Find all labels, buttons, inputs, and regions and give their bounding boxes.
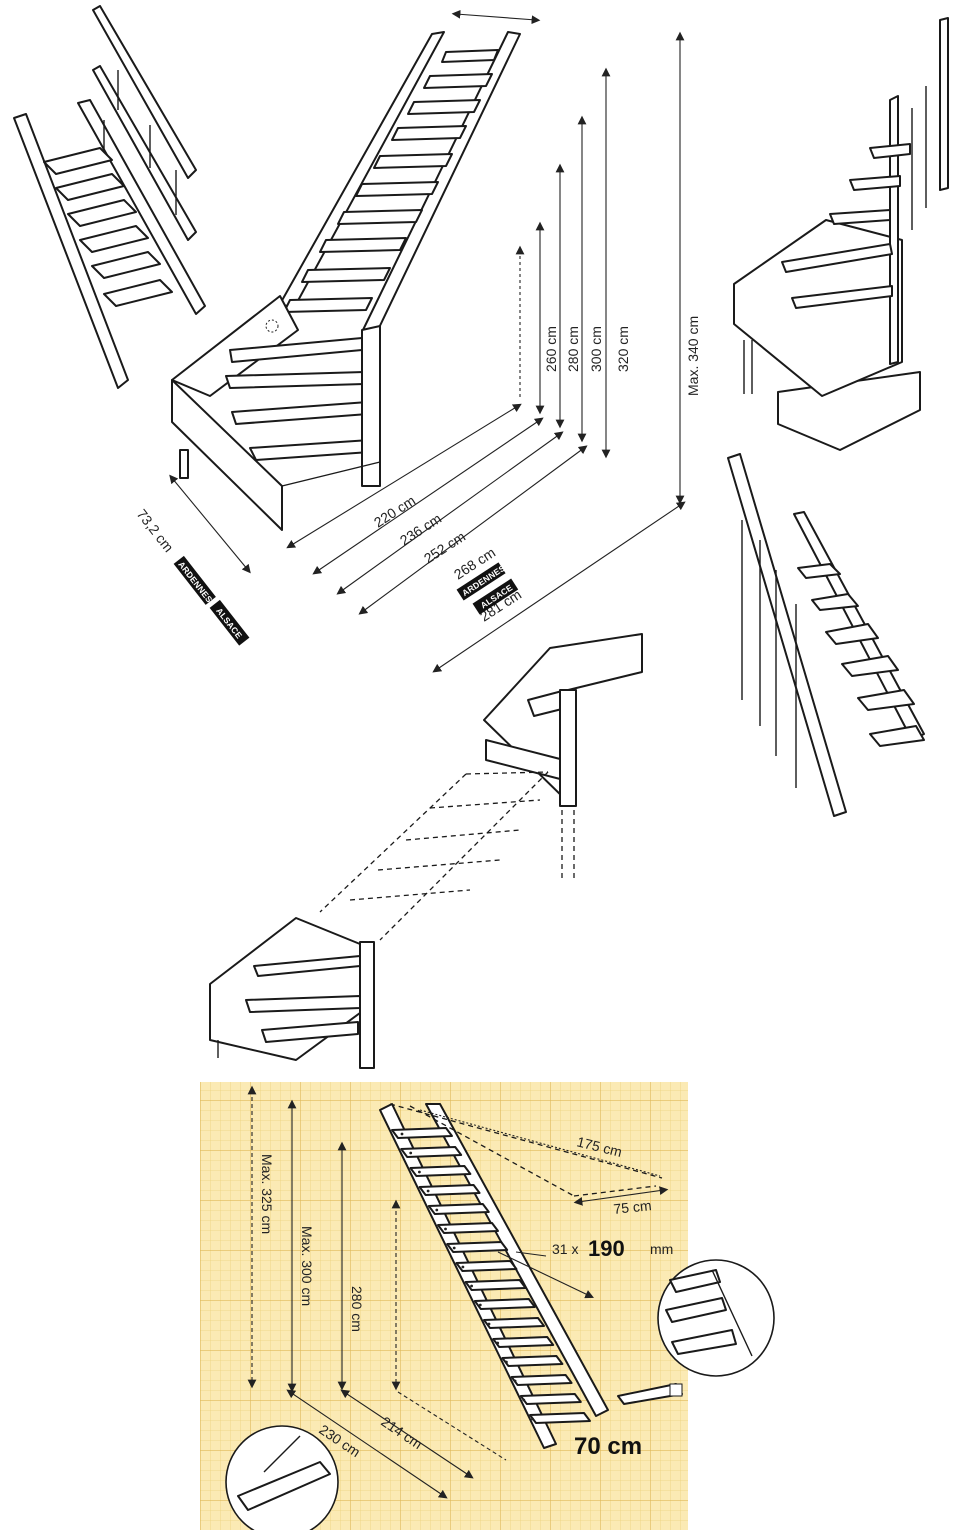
mill-stair-dot <box>522 1398 526 1402</box>
mill-stair-dot <box>435 1208 439 1212</box>
mill-stair-tread <box>510 1374 573 1386</box>
mill-stair-dot <box>409 1151 413 1155</box>
mill-stair-dot <box>418 1170 421 1174</box>
mill-stair-tread <box>437 1222 499 1234</box>
mill-stair-dot <box>452 1246 456 1250</box>
mill-stair-tread <box>492 1336 555 1348</box>
saw-icon <box>617 1383 683 1405</box>
mill-stair-tread <box>529 1412 591 1424</box>
mill-stair-dot <box>487 1322 491 1326</box>
stair-mill-bottom <box>379 1103 663 1449</box>
mill-stair-tread <box>391 1127 453 1139</box>
dimension-lines-bottom <box>247 1085 669 1499</box>
mill-stair-dot <box>531 1417 534 1421</box>
mill-stair-dot <box>513 1379 517 1383</box>
mill-stair-tread <box>400 1146 463 1158</box>
stair-width-70: 70 cm <box>574 1433 642 1460</box>
mill-stair-tread <box>483 1317 545 1329</box>
detail-circle-steps <box>657 1259 775 1377</box>
mill-stair-dot <box>478 1303 482 1307</box>
mill-stair-dot <box>444 1227 447 1231</box>
dim-depth-73-2: 73,2 cm <box>134 506 177 555</box>
detail-circle-bolt <box>225 1425 339 1530</box>
step-height-unit: mm <box>650 1241 673 1257</box>
dim-plan-75: 75 cm <box>613 1197 653 1217</box>
dim-height-260: 260 cm <box>543 326 559 372</box>
dim-bottom-280: 280 cm <box>349 1286 365 1332</box>
mill-stair-tread <box>455 1260 518 1272</box>
dim-height-320: 320 cm <box>615 326 631 372</box>
mill-stair-dot <box>496 1341 500 1345</box>
stair-quarter-turn-topright <box>733 17 949 451</box>
dim-height-300: 300 cm <box>588 326 604 372</box>
step-height-value: 190 <box>588 1236 625 1261</box>
mill-stair-tread <box>464 1279 527 1291</box>
svg-text:ALSACE: ALSACE <box>214 606 244 641</box>
mill-stair-tread <box>446 1241 509 1253</box>
stair-straight-topleft <box>13 5 206 389</box>
stair-straight-right <box>727 453 925 817</box>
svg-text:ARDENNES: ARDENNES <box>176 559 214 604</box>
mill-stair-dot <box>461 1265 465 1269</box>
mill-stair-tread <box>473 1298 536 1310</box>
mill-stair-dot <box>400 1132 404 1136</box>
dim-height-280: 280 cm <box>565 326 581 372</box>
mill-stair-tread <box>409 1165 472 1177</box>
mill-stair-tread <box>418 1184 481 1196</box>
mill-stair-tread <box>501 1355 564 1367</box>
dimension-lines-top <box>169 9 686 673</box>
badge-ardennes-left: ARDENNES <box>173 555 216 605</box>
mill-stair-dot <box>426 1189 430 1193</box>
dim-bottom-max-300: Max. 300 cm <box>299 1226 315 1306</box>
mill-stair-dot <box>470 1284 473 1288</box>
dim-height-max-340: Max. 340 cm <box>685 316 701 396</box>
badge-alsace-left: ALSACE <box>209 599 250 646</box>
stair-quarter-turn-center <box>171 31 521 531</box>
mill-stair-tread <box>427 1203 490 1215</box>
mill-stair-dot <box>505 1360 508 1364</box>
mill-stair-tread <box>519 1393 582 1405</box>
dim-bottom-max-325: Max. 325 cm <box>259 1154 275 1234</box>
step-count-prefix: 31 x <box>552 1241 578 1257</box>
stair-double-turn-center <box>209 633 643 1069</box>
